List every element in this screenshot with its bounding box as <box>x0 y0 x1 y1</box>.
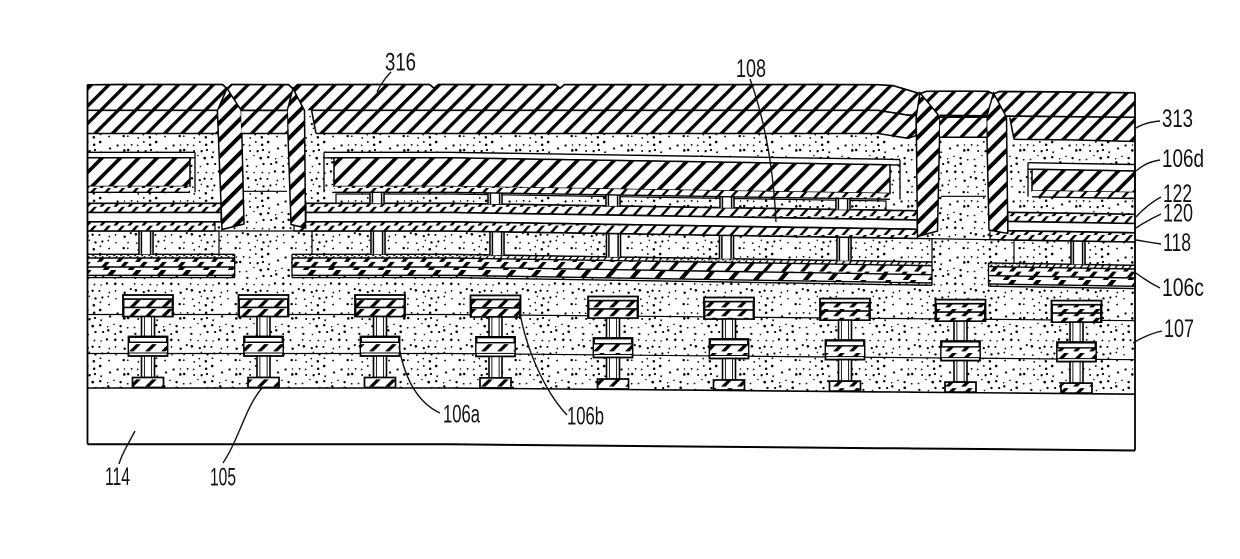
svg-text:105: 105 <box>210 464 236 492</box>
svg-text:316: 316 <box>385 49 416 77</box>
svg-text:106a: 106a <box>443 401 480 429</box>
svg-text:106b: 106b <box>567 403 604 431</box>
svg-text:114: 114 <box>105 463 130 491</box>
svg-text:106d: 106d <box>1162 145 1204 173</box>
svg-text:106c: 106c <box>1162 274 1204 302</box>
svg-text:122: 122 <box>1163 180 1192 208</box>
svg-text:120: 120 <box>1163 200 1193 228</box>
svg-text:118: 118 <box>1163 229 1191 257</box>
svg-text:108: 108 <box>736 55 766 83</box>
svg-text:313: 313 <box>1162 105 1193 133</box>
svg-text:107: 107 <box>1164 315 1194 343</box>
